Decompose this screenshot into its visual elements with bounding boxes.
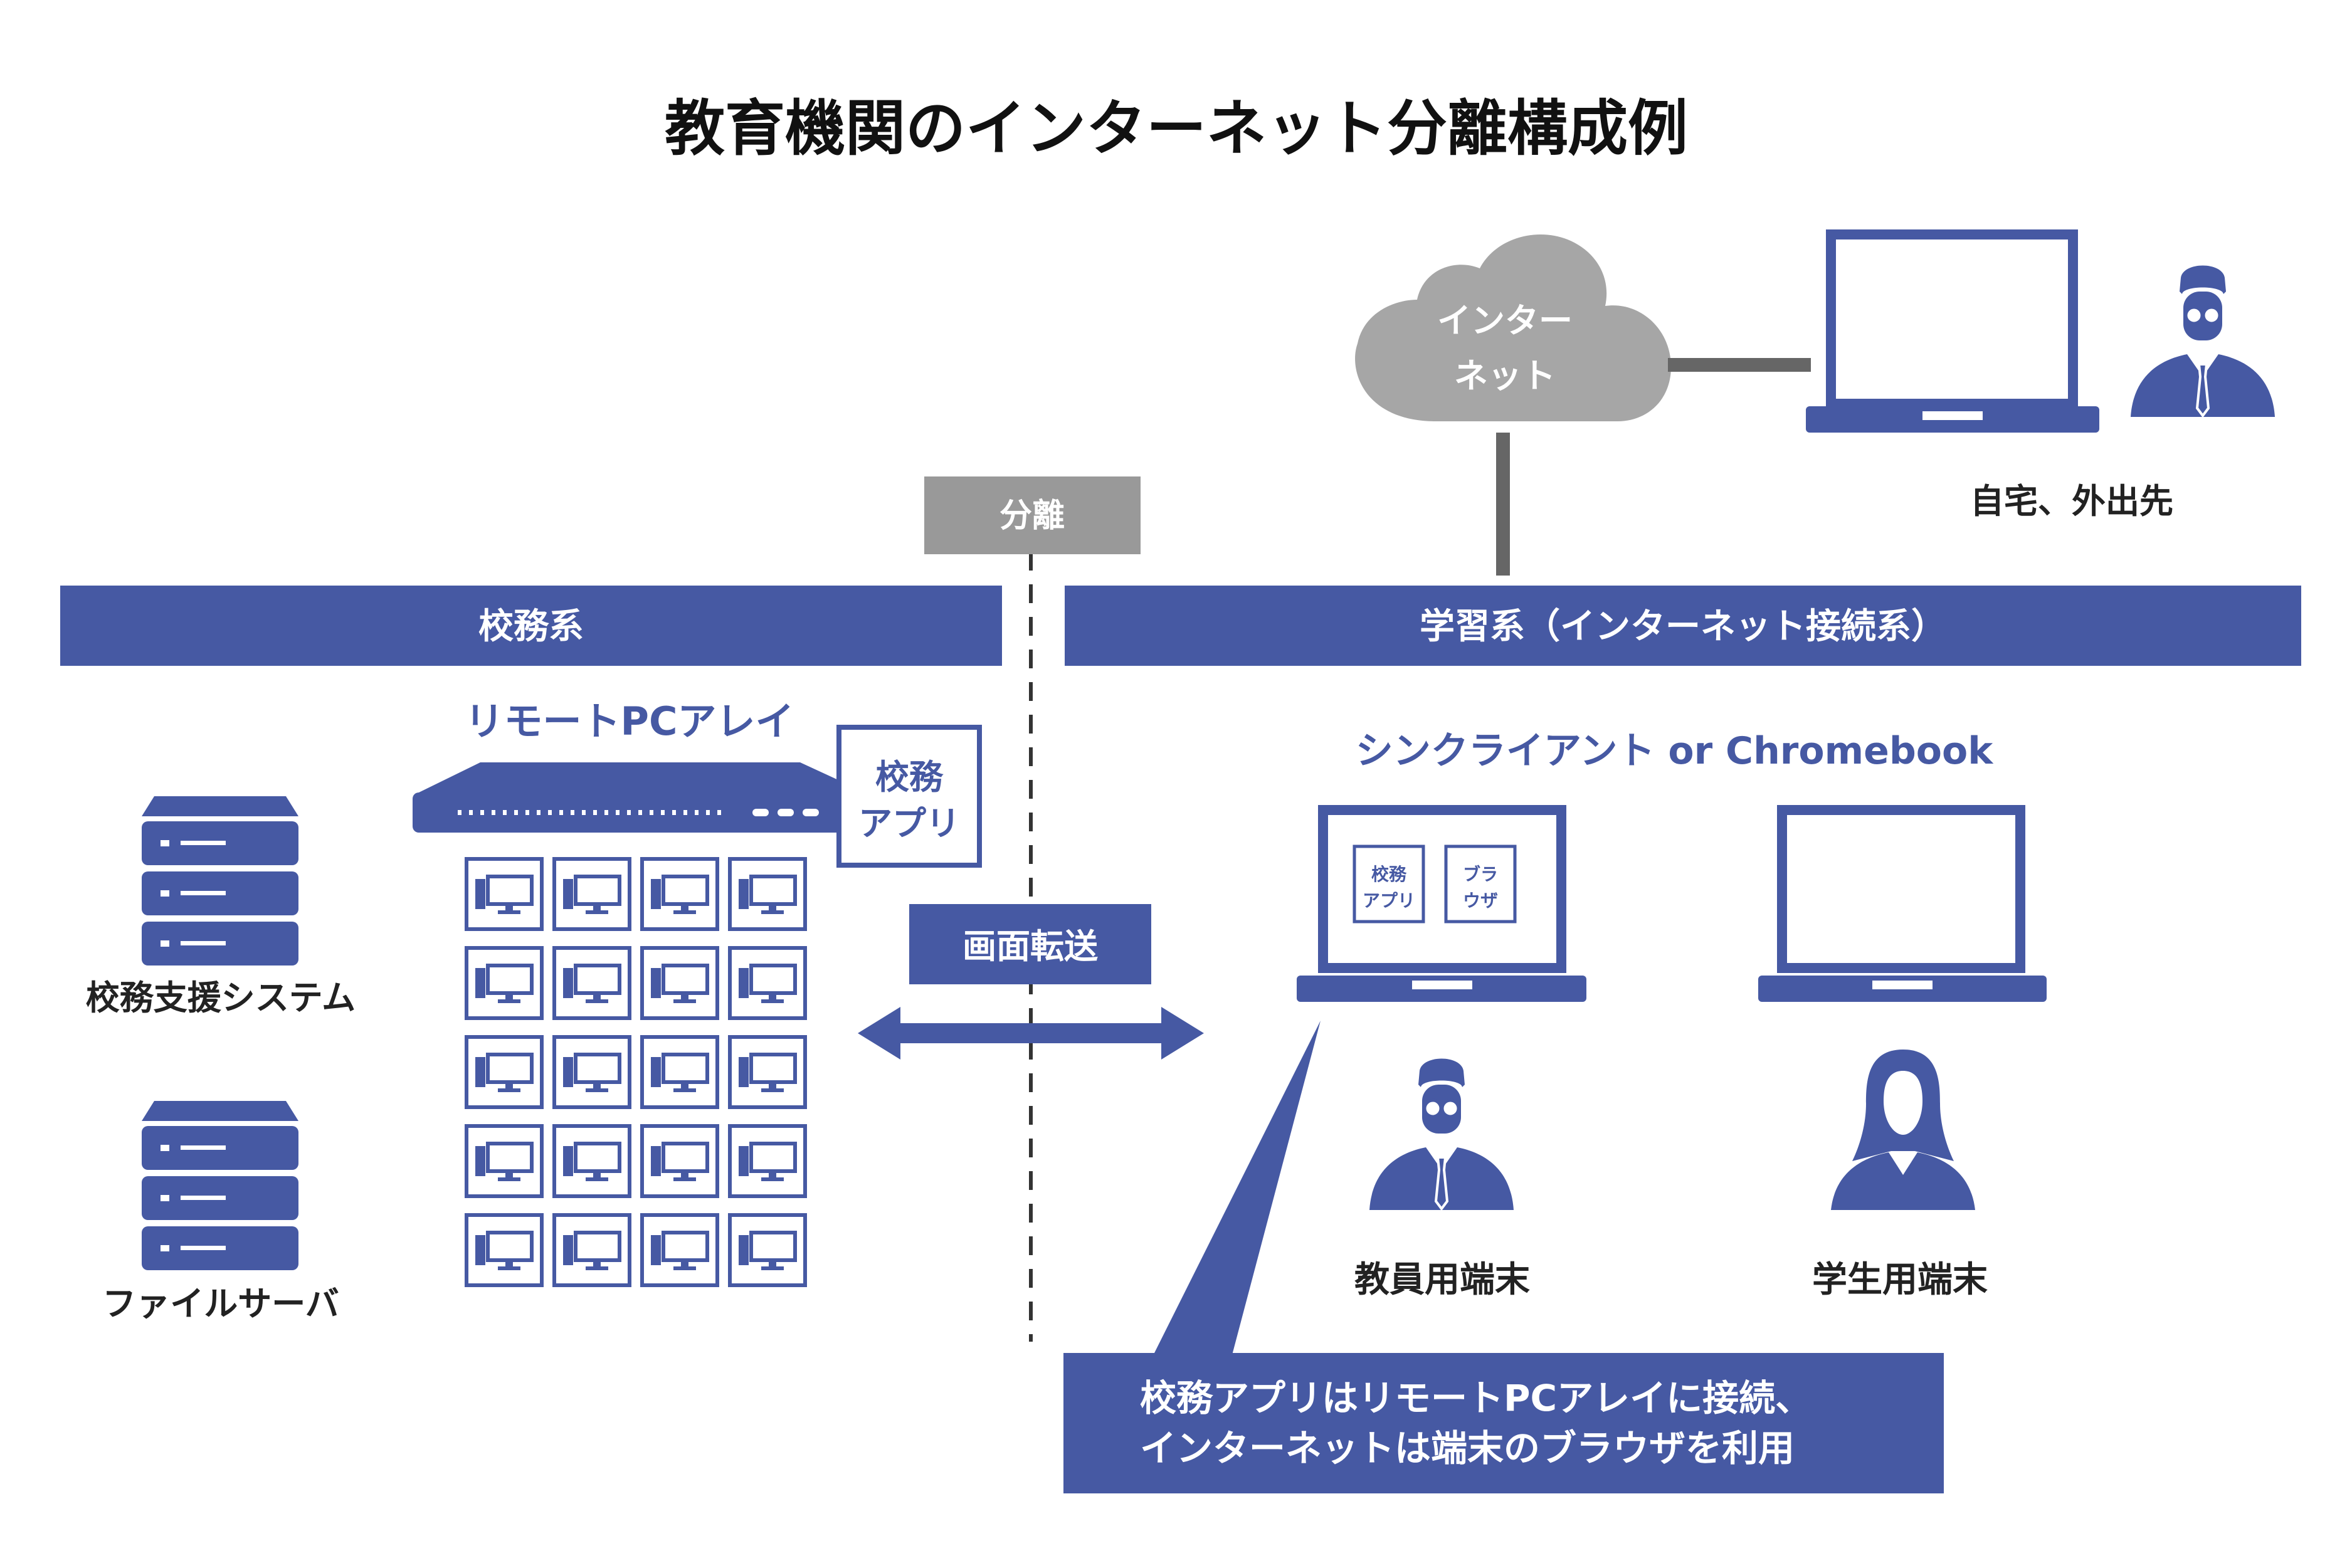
file-server-label: ファイルサーバ	[102, 1284, 339, 1323]
remote-pc-cell-icon	[730, 948, 805, 1018]
learning-band	[1065, 586, 2301, 666]
mini-browser-label-1: ブラ	[1463, 864, 1498, 885]
student-user-icon	[1831, 1050, 1975, 1210]
separation-badge	[924, 476, 1141, 554]
remote-pc-cell-icon	[642, 1037, 717, 1107]
student-device-label: 学生用端末	[1812, 1260, 1988, 1300]
mini-browser-box	[1444, 845, 1517, 923]
admin-band	[60, 586, 1002, 666]
remote-pc-cell-icon	[467, 1215, 542, 1285]
home-label: 自宅、外出先	[1970, 481, 2173, 521]
remote-pc-cell-icon	[642, 859, 717, 929]
remote-pc-cell-icon	[554, 1126, 630, 1196]
callout-pointer	[1147, 1021, 1321, 1367]
teacher-user-icon	[1369, 1059, 1514, 1211]
remote-pc-cell-icon	[554, 948, 630, 1018]
remote-pc-cell-icon	[467, 1126, 542, 1196]
thin-client-label: シンクライアント or Chromebook	[1356, 729, 1994, 773]
remote-pc-cell-icon	[730, 859, 805, 929]
callout-line-1: 校務アプリはリモートPCアレイに接続、	[1140, 1377, 1811, 1419]
mini-admin-app-label-1: 校務	[1371, 864, 1407, 885]
remote-pc-cell-icon	[554, 1215, 630, 1285]
mini-admin-app-box	[1353, 845, 1425, 923]
support-system-server-icon	[142, 796, 298, 966]
bidirectional-arrow	[858, 1007, 1204, 1060]
callout-line-2: インターネットは端末のブラウザを利用	[1140, 1427, 1795, 1470]
file-server-icon	[142, 1101, 298, 1270]
remote-pc-cell-icon	[642, 1126, 717, 1196]
teacher-device-label: 教員用端末	[1354, 1260, 1530, 1300]
separation-label: 分離	[999, 497, 1065, 535]
remote-pc-array-label: リモートPCアレイ	[465, 698, 794, 744]
page-title: 教育機関のインターネット分離構成例	[665, 93, 1688, 164]
cloud-icon	[1355, 234, 1671, 421]
student-laptop-icon	[1758, 805, 2047, 1002]
home-laptop-icon	[1806, 229, 2099, 433]
admin-app-box	[836, 725, 982, 868]
rack-server-icon	[413, 762, 865, 833]
admin-band-label: 校務系	[478, 606, 584, 647]
remote-pc-cell-icon	[467, 859, 542, 929]
admin-app-label-2: アプリ	[858, 804, 960, 843]
screen-transfer-badge	[909, 904, 1151, 984]
pc-grid	[467, 859, 805, 1285]
callout-box	[1063, 1353, 1944, 1493]
screen-transfer-label: 画面転送	[962, 927, 1098, 966]
remote-pc-cell-icon	[730, 1215, 805, 1285]
admin-app-label-1: 校務	[875, 757, 944, 797]
remote-pc-cell-icon	[642, 948, 717, 1018]
remote-pc-cell-icon	[467, 948, 542, 1018]
mini-admin-app-label-2: アプリ	[1363, 890, 1415, 911]
remote-pc-cell-icon	[554, 1037, 630, 1107]
home-user-icon	[2131, 266, 2275, 418]
remote-pc-cell-icon	[642, 1215, 717, 1285]
remote-pc-cell-icon	[554, 859, 630, 929]
teacher-laptop-icon	[1297, 805, 1586, 1002]
cloud-label-2: ネット	[1454, 356, 1556, 396]
mini-browser-label-2: ウザ	[1463, 890, 1498, 911]
remote-pc-cell-icon	[730, 1037, 805, 1107]
remote-pc-cell-icon	[730, 1126, 805, 1196]
cloud-label-1: インター	[1437, 301, 1573, 340]
remote-pc-cell-icon	[467, 1037, 542, 1107]
learning-band-label: 学習系（インターネット接続系）	[1420, 606, 1946, 647]
support-system-label: 校務支援システム	[86, 978, 356, 1018]
